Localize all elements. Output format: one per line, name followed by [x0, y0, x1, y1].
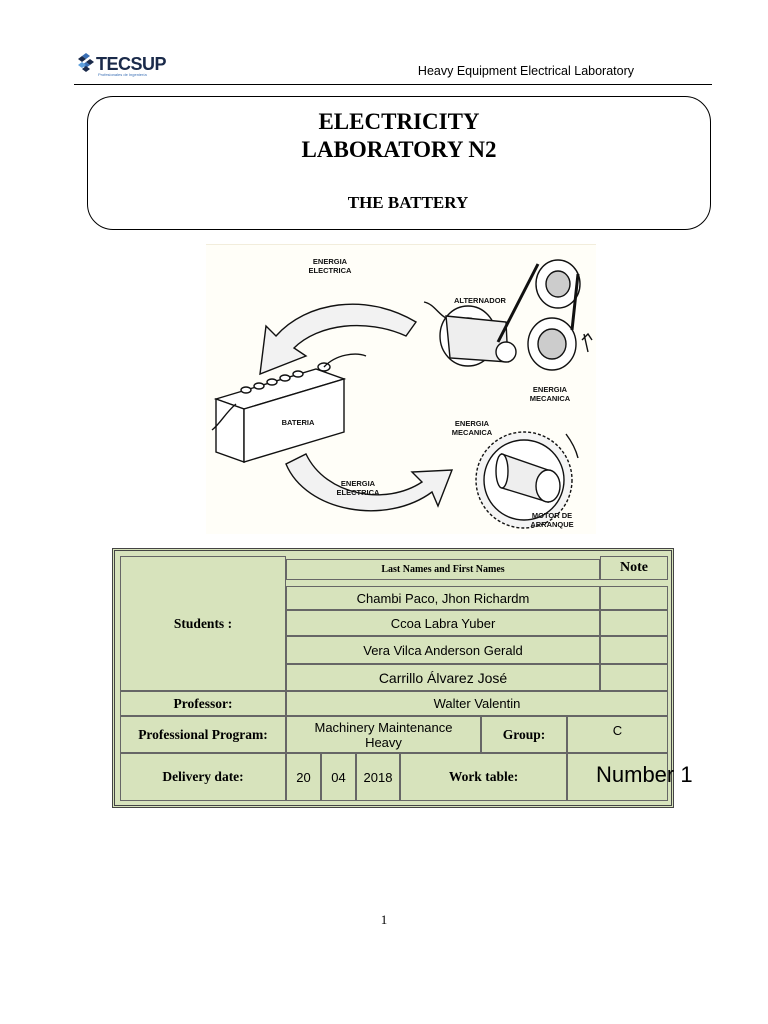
- student-name-3: Vera Vilca Anderson Gerald: [286, 636, 600, 664]
- delivery-date-label: Delivery date:: [120, 753, 286, 801]
- student-name-2: Ccoa Labra Yuber: [286, 610, 600, 636]
- header-divider: [74, 84, 712, 85]
- alternator-icon: [423, 259, 593, 371]
- label-motor-arranque-2: ARRANQUE: [530, 520, 573, 529]
- tecsup-logo-icon: [78, 53, 94, 72]
- student-name-1: Chambi Paco, Jhon Richardm: [286, 586, 600, 610]
- delivery-year: 2018: [356, 753, 400, 801]
- work-table-cell: [567, 753, 668, 801]
- label-bateria: BATERIA: [282, 418, 315, 427]
- document-title-line1: ELECTRICITY: [318, 109, 480, 134]
- program-value-line1: Machinery Maintenance: [314, 719, 453, 735]
- student-info-table: Students : Last Names and First Names No…: [112, 548, 674, 808]
- title-box: ELECTRICITY LABORATORY N2 THE BATTERY: [87, 96, 711, 230]
- professor-label: Professor:: [120, 691, 286, 716]
- label-energia-electrica-top-1: ENERGIA: [313, 257, 348, 266]
- program-value-line2: Heavy: [365, 734, 402, 750]
- label-energia-electrica-bottom-1: ENERGIA: [341, 479, 376, 488]
- document-subtitle: THE BATTERY: [347, 193, 469, 212]
- program-value: Machinery Maintenance Heavy: [286, 716, 481, 753]
- logo-text: TECSUP: [96, 54, 167, 74]
- note-header: Note: [600, 556, 668, 580]
- students-label: Students :: [120, 556, 286, 691]
- arrow-top-icon: [259, 303, 418, 376]
- diagram-labels: ENERGIA ELECTRICA ALTERNADOR ENERGIA MEC…: [282, 257, 574, 529]
- document-title-line2: LABORATORY N2: [301, 137, 497, 162]
- group-label: Group:: [481, 716, 567, 753]
- logo-tagline: Profesionales de Ingeniería: [98, 72, 147, 77]
- student-note-1: [600, 586, 668, 610]
- page-number: 1: [380, 912, 388, 927]
- group-value: C: [567, 716, 668, 753]
- names-header: Last Names and First Names: [286, 559, 600, 580]
- label-energia-mecanica-right-2: MECANICA: [530, 394, 571, 403]
- student-note-3: [600, 636, 668, 664]
- label-energia-electrica-bottom-2: ELECTRICA: [337, 488, 381, 497]
- program-label: Professional Program:: [120, 716, 286, 753]
- arrow-bottom-icon: [285, 453, 454, 512]
- label-alternador: ALTERNADOR: [454, 296, 507, 305]
- student-name-4: Carrillo Álvarez José: [286, 664, 600, 691]
- battery-icon: [211, 353, 367, 463]
- delivery-month: 04: [321, 753, 356, 801]
- label-energia-mecanica-lower-1: ENERGIA: [455, 419, 490, 428]
- battery-energy-cycle-diagram: ENERGIA ELECTRICA ALTERNADOR ENERGIA MEC…: [206, 244, 596, 534]
- label-energia-mecanica-right-1: ENERGIA: [533, 385, 568, 394]
- header-title: Heavy Equipment Electrical Laboratory: [417, 64, 634, 78]
- professor-name: Walter Valentin: [286, 691, 668, 716]
- student-note-4: [600, 664, 668, 691]
- label-energia-electrica-top-2: ELECTRICA: [309, 266, 353, 275]
- work-table-label: Work table:: [400, 753, 567, 801]
- delivery-day: 20: [286, 753, 321, 801]
- tecsup-logo: TECSUP Profesionales de Ingeniería: [76, 52, 176, 80]
- label-energia-mecanica-lower-2: MECANICA: [452, 428, 493, 437]
- work-table-value: Number 1: [596, 762, 693, 787]
- starter-motor-icon: [475, 431, 579, 529]
- label-motor-arranque-1: MOTOR DE: [532, 511, 572, 520]
- student-note-2: [600, 610, 668, 636]
